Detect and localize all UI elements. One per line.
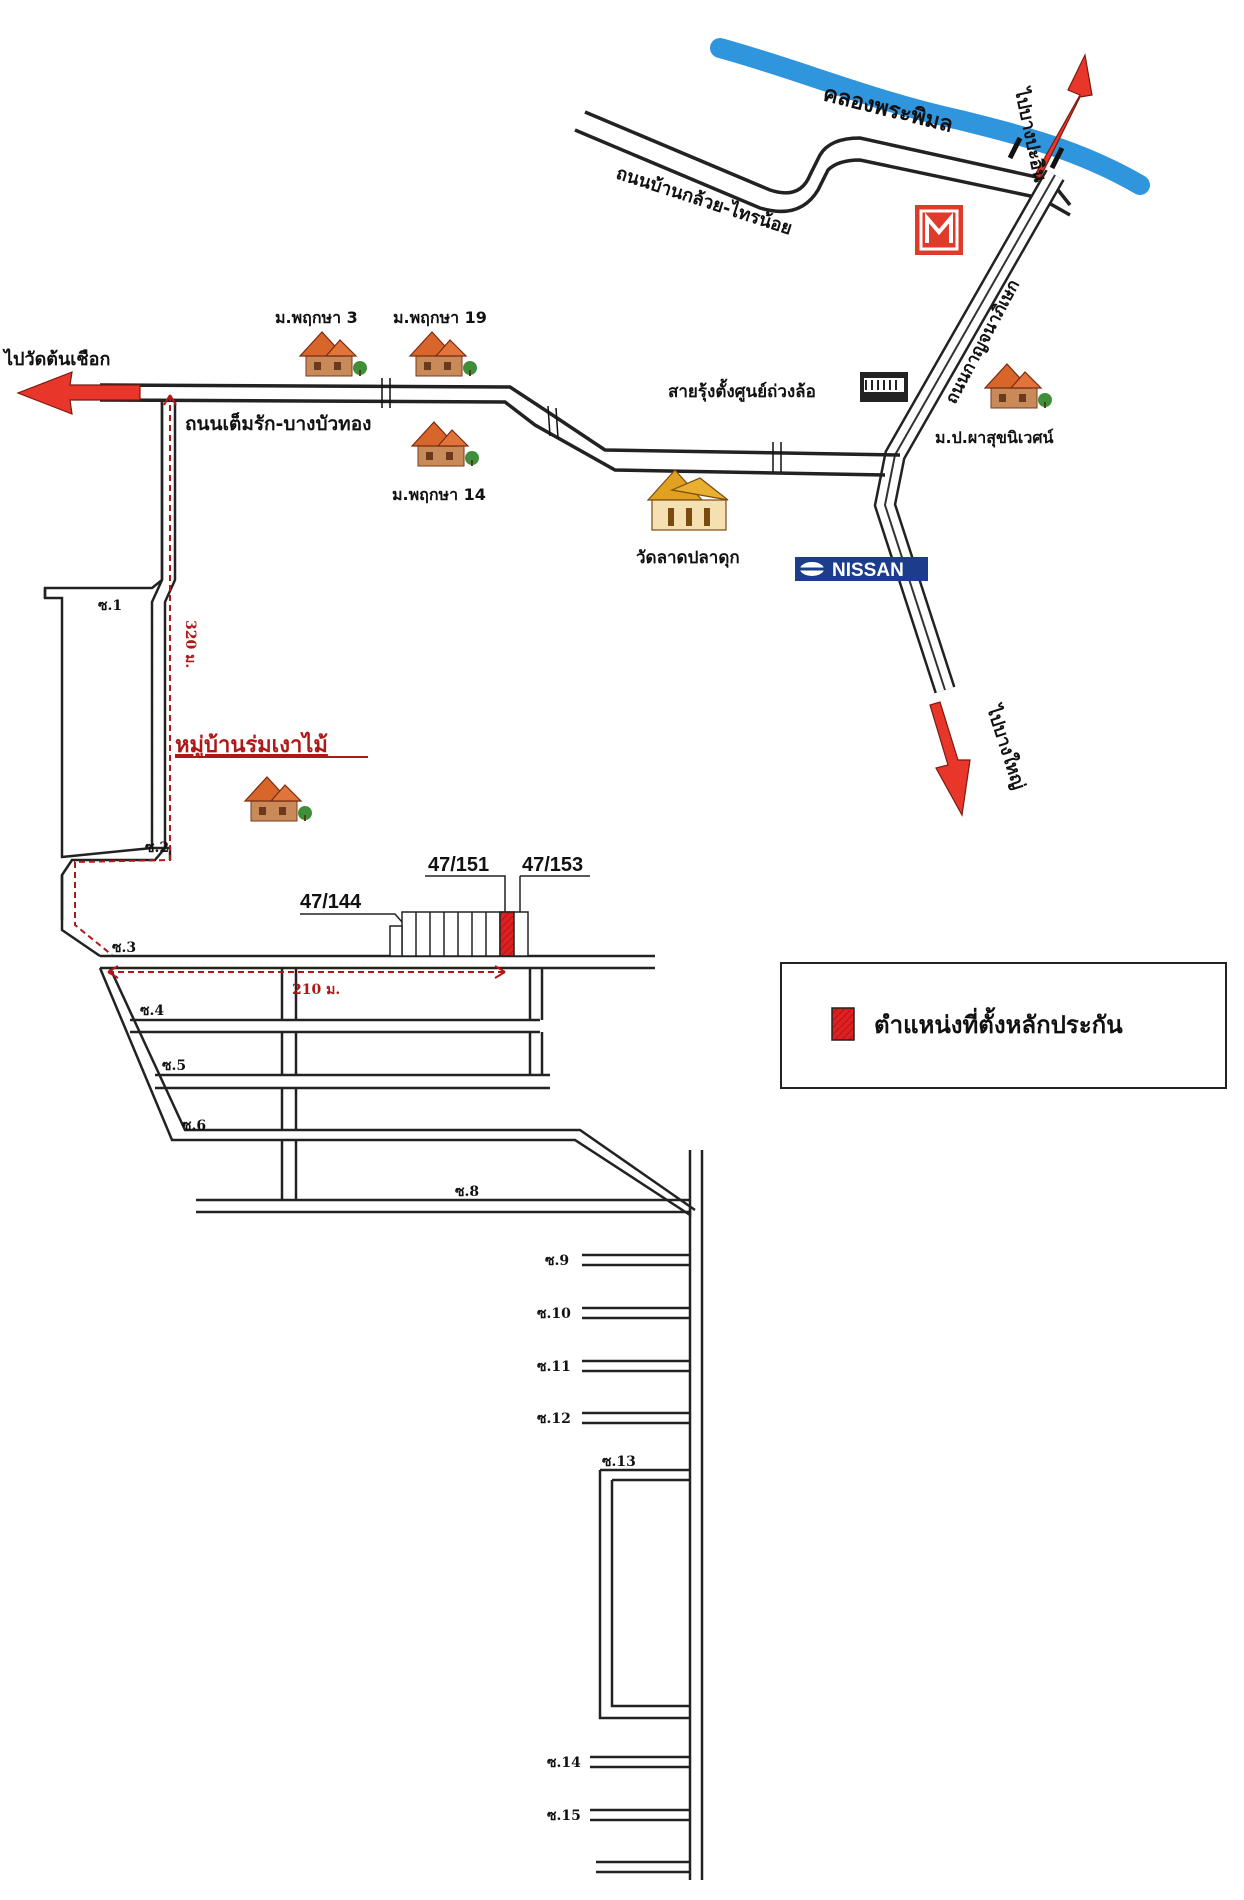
soi-label: ซ.1 bbox=[98, 598, 122, 614]
collateral-plot bbox=[499, 911, 515, 957]
pruksa-14: ม.พฤกษา 14 bbox=[392, 421, 486, 504]
soi-label: ซ.10 bbox=[537, 1306, 571, 1322]
label-village: หมู่บ้านร่มเงาไม้ bbox=[175, 731, 328, 759]
direction-to-wat-ton-chueak: ไปวัดต้นเชือก bbox=[2, 348, 110, 370]
legend-label: ตำแหน่งที่ตั้งหลักประกัน bbox=[874, 1006, 1123, 1039]
village-access-road bbox=[43, 400, 177, 958]
pruksa-3: ม.พฤกษา 3 bbox=[275, 308, 368, 377]
soi-grid bbox=[98, 954, 704, 1880]
arrow-to-bang-yai: ไปบางใหญ่ bbox=[929, 701, 1030, 817]
nissan-sign: NISSAN bbox=[795, 557, 928, 581]
distance-horizontal: 210 ม. bbox=[292, 982, 340, 998]
label-pruksa-14: ม.พฤกษา 14 bbox=[392, 485, 486, 504]
distance-vertical: 320 ม. bbox=[182, 620, 198, 668]
soi-label: ซ.2 bbox=[145, 840, 169, 856]
soi-label: ซ.6 bbox=[182, 1118, 206, 1134]
pha-suk-niwet: ม.ป.ผาสุขนิเวศน์ bbox=[935, 363, 1054, 448]
soi-label: ซ.13 bbox=[602, 1454, 636, 1470]
label-bus-terminal: สายรุ้งตั้งศูนย์ถ่วงล้อ bbox=[668, 378, 816, 403]
soi-label: ซ.5 bbox=[162, 1058, 186, 1074]
label-nissan: NISSAN bbox=[832, 560, 904, 581]
village-rom-ngao-mai: หมู่บ้านร่มเงาไม้ bbox=[175, 731, 368, 822]
soi-labels: ซ.1 ซ.2 ซ.3 ซ.4 ซ.5 ซ.6 ซ.8 ซ.9 ซ.10 ซ.1… bbox=[98, 598, 636, 1824]
pruksa-19: ม.พฤกษา 19 bbox=[393, 308, 487, 377]
label-pruksa-3: ม.พฤกษา 3 bbox=[275, 308, 358, 327]
label-pha-suk-niwet: ม.ป.ผาสุขนิเวศน์ bbox=[935, 428, 1054, 448]
plot-153-label: 47/153 bbox=[522, 854, 583, 876]
plot-151-label: 47/151 bbox=[428, 854, 489, 876]
label-wat: วัดลาดปลาดุก bbox=[636, 548, 740, 568]
arrow-to-wat-ton-chueak: ไปวัดต้นเชือก bbox=[2, 348, 141, 415]
legend: ตำแหน่งที่ตั้งหลักประกัน bbox=[780, 962, 1227, 1089]
plot-row: 47/144 47/151 47/153 bbox=[300, 854, 590, 957]
road-label-ban-kluai: ถนนบ้านกล้วย-ไทรน้อย bbox=[613, 162, 794, 240]
soi-label: ซ.4 bbox=[140, 1003, 164, 1019]
soi-label: ซ.8 bbox=[455, 1184, 479, 1200]
plot-144-label: 47/144 bbox=[300, 891, 362, 913]
soi-label: ซ.12 bbox=[537, 1411, 571, 1427]
bus-terminal: สายรุ้งตั้งศูนย์ถ่วงล้อ bbox=[668, 372, 908, 403]
bridge-ticks bbox=[381, 378, 782, 472]
canal: คลองพระพิมล bbox=[710, 38, 1150, 195]
road-tem-rak-bang-bua-thong: ถนนเต็มรัก-บางบัวทอง bbox=[99, 383, 901, 477]
legend-swatch bbox=[831, 1007, 855, 1041]
soi-label: ซ.11 bbox=[537, 1359, 571, 1375]
direction-to-bang-yai: ไปบางใหญ่ bbox=[982, 701, 1030, 792]
soi-label: ซ.14 bbox=[547, 1755, 581, 1771]
label-pruksa-19: ม.พฤกษา 19 bbox=[393, 308, 487, 327]
canal-label: คลองพระพิมล bbox=[821, 82, 956, 138]
road-label-tem-rak: ถนนเต็มรัก-บางบัวทอง bbox=[185, 411, 371, 435]
soi-label: ซ.9 bbox=[545, 1253, 569, 1269]
soi-label: ซ.15 bbox=[547, 1808, 581, 1824]
dashed-route: 320 ม. 210 ม. bbox=[74, 394, 506, 998]
bridge bbox=[1007, 136, 1065, 170]
wat-lat-pla-duk: วัดลาดปลาดุก bbox=[636, 469, 740, 568]
logo-icon bbox=[915, 205, 963, 255]
soi-label: ซ.3 bbox=[112, 940, 136, 956]
